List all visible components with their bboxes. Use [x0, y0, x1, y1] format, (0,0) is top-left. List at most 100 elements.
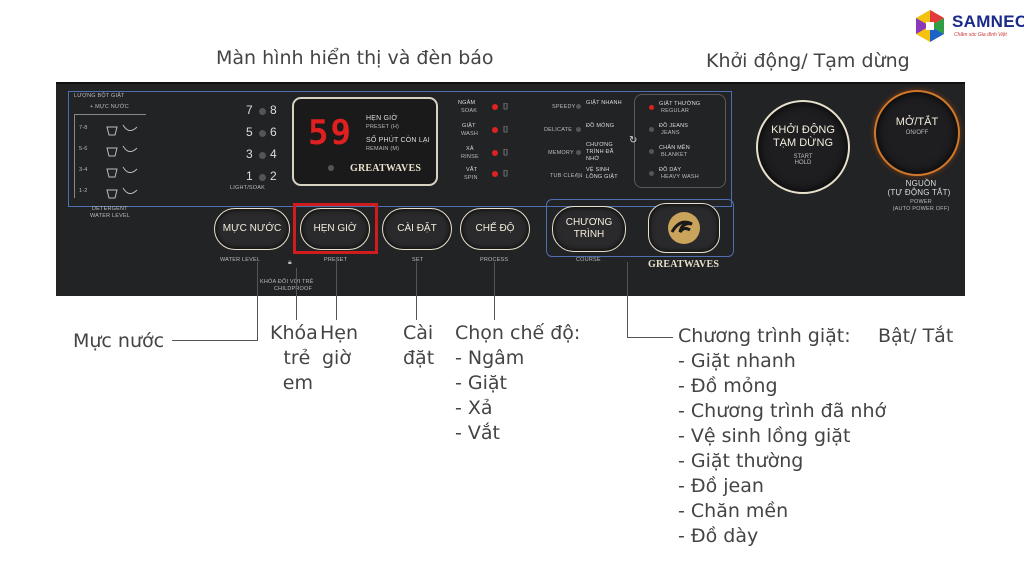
preset-highlight-box: [293, 203, 378, 254]
annotation-item: - Đồ jean: [678, 475, 764, 497]
annotation-item: - Chăn mền: [678, 500, 789, 522]
process-led: [492, 127, 498, 133]
display-digits: 59: [308, 113, 353, 153]
power-sub-label: NGUỒN: [905, 179, 937, 188]
hexagon-logo-icon: [916, 10, 944, 42]
connector-line: [494, 262, 495, 320]
course-en: TUB CLEAN: [550, 173, 583, 179]
course-label: GIẶT NHANH: [586, 100, 622, 106]
process-led-en: WASH: [461, 131, 479, 137]
preset-en: PRESET: [324, 257, 347, 263]
course-label: ĐỒ JEANS: [659, 123, 689, 129]
set-button[interactable]: CÀI ĐẶT: [382, 208, 452, 250]
process-led-label: VẮT: [466, 167, 478, 173]
greatwaves-button[interactable]: [648, 203, 720, 253]
preset-label: HẸN GIỜ: [366, 115, 398, 122]
preset-en: PRESET (H): [366, 124, 400, 130]
course-label: VỆ SINH LỒNG GIẶT: [586, 167, 618, 180]
course-led: [649, 127, 654, 132]
preset-button-label: HẸN GIỜ: [313, 223, 357, 234]
course-button-label: CHƯƠNG: [565, 217, 613, 228]
course-en: HEAVY WASH: [661, 174, 699, 180]
process-button[interactable]: CHẾ ĐỘ: [460, 208, 530, 250]
rinse-icon: ⌷: [503, 147, 509, 157]
connector-line: [627, 337, 673, 338]
control-panel: LƯỢNG BỘT GIẶT + MỰC NƯỚC 7-8 5-6 3-4 1-…: [56, 82, 965, 296]
process-led-en: RINSE: [461, 154, 479, 160]
level-led: [259, 108, 266, 115]
detergent-label: DETERGENT: [92, 206, 128, 212]
water-level-en: WATER LEVEL: [220, 257, 261, 263]
course-en: REGULAR: [661, 108, 689, 114]
process-led: [492, 150, 498, 156]
set-button-label: CÀI ĐẶT: [397, 223, 437, 234]
detergent-header: LƯỢNG BỘT GIẶT: [74, 93, 125, 99]
process-led-en: SOAK: [461, 108, 478, 114]
power-button[interactable]: MỞ/TẮT ON/OFF: [874, 90, 960, 176]
process-button-label: CHẾ ĐỘ: [475, 223, 515, 234]
process-led-label: NGÂM: [458, 100, 476, 106]
course-led: [576, 104, 581, 109]
course-led: [576, 173, 581, 178]
course-en-label: COURSE: [576, 257, 601, 263]
annotation-power: Bật/ Tắt: [878, 325, 954, 347]
annotation-line: Khóa: [270, 322, 318, 344]
course-label: GIẶT THƯỜNG: [659, 101, 701, 107]
annotation-item: - Vắt: [455, 422, 500, 444]
display-screen: 59 HẸN GIỜ PRESET (H) SỐ PHÚT CÒN LẠI RE…: [292, 97, 438, 186]
level-number: 4: [270, 147, 277, 161]
annotation-item: - Ngâm: [455, 347, 525, 369]
course-label: CHƯƠNG TRÌNH ĐÃ NHỚ: [586, 142, 614, 162]
water-level-subheader: + MỰC NƯỚC: [90, 104, 129, 110]
childlock-label: KHÓA ĐỐI VỚI TRẺ: [260, 279, 314, 285]
power-en: ON/OFF: [905, 130, 929, 136]
preset-button[interactable]: HẸN GIỜ: [300, 208, 370, 250]
course-button[interactable]: CHƯƠNG TRÌNH: [552, 206, 626, 252]
annotation-child-lock: Khóa trẻ em: [270, 321, 318, 396]
course-en: DELICATE: [544, 127, 573, 133]
process-en: PROCESS: [480, 257, 509, 263]
course-right-box: ↻ GIẶT THƯỜNG REGULAR ĐỒ JEANS JEANS CHĂ…: [629, 94, 726, 188]
course-led: [576, 150, 581, 155]
course-en: MEMORY: [548, 150, 574, 156]
annotation-title: Chọn chế độ:: [455, 322, 581, 344]
level-led: [259, 130, 266, 137]
childproof-label: CHILDPROOF: [274, 286, 313, 292]
start-hold-button[interactable]: KHỞI ĐỘNG TẠM DỪNG START HOLD: [756, 100, 850, 194]
annotation-display: Màn hình hiển thị và đèn báo: [216, 47, 494, 69]
annotation-set: Cài đặt: [403, 321, 434, 371]
process-led: [492, 104, 498, 110]
course-led-active: [649, 105, 654, 110]
water-level-button-label: MỰC NƯỚC: [222, 223, 282, 234]
annotation-course: Chương trình giặt: - Giặt nhanh - Đồ mỏn…: [678, 324, 886, 549]
connector-line: [296, 268, 297, 320]
connector-line: [257, 262, 258, 341]
hold-label: TẠM DỪNG: [772, 137, 834, 149]
annotation-item: - Giặt: [455, 372, 507, 394]
power-label: MỞ/TẮT: [895, 116, 939, 128]
course-label: ĐỒ MỎNG: [586, 123, 615, 129]
course-led: [649, 149, 654, 154]
water-level-label: WATER LEVEL: [90, 213, 131, 219]
annotation-item: - Vệ sinh lồng giặt: [678, 425, 851, 447]
course-label: ĐỒ DÀY: [659, 167, 682, 173]
water-row: 5-6: [79, 146, 88, 152]
water-level-button[interactable]: MỰC NƯỚC: [214, 208, 290, 250]
connector-line: [416, 262, 417, 320]
annotation-item: - Giặt thường: [678, 450, 804, 472]
water-row: 1-2: [79, 188, 88, 194]
set-en: SET: [412, 257, 424, 263]
process-led-en: SPIN: [464, 175, 478, 181]
annotation-line: em: [282, 372, 313, 394]
display-brand: GREATWAVES: [350, 163, 422, 174]
brand-bottom: GREATWAVES: [648, 259, 720, 270]
water-row: 3-4: [79, 167, 88, 173]
start-label: KHỞI ĐỘNG: [771, 124, 835, 136]
annotation-line: Hẹn: [320, 322, 359, 344]
connector-line: [627, 262, 628, 338]
annotation-item: - Xả: [455, 397, 493, 419]
course-led: [576, 127, 581, 132]
annotation-line: trẻ: [283, 347, 311, 369]
annotation-item: - Chương trình đã nhớ: [678, 400, 887, 422]
annotation-line: giờ: [322, 347, 351, 369]
